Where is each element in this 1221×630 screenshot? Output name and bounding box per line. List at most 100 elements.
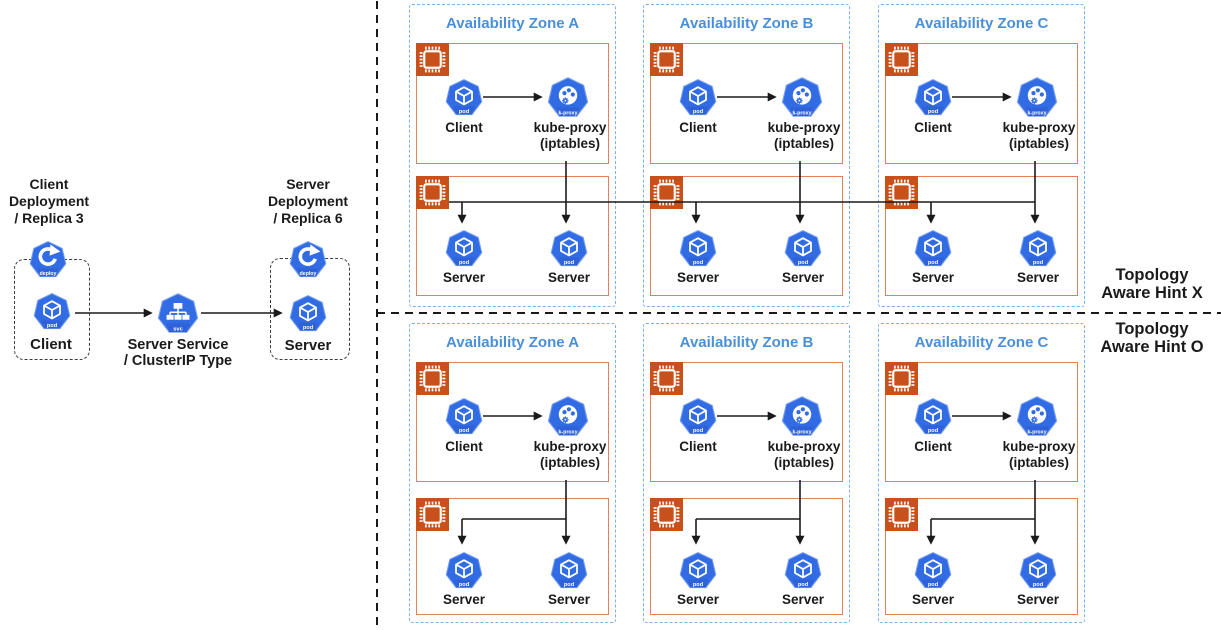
client-deployment-title-line1: Client	[29, 176, 69, 192]
pod-icon	[678, 78, 718, 118]
kube-proxy-icon	[1015, 395, 1059, 439]
zone-b-hint-x: Availability Zone B Client kube-proxy (i…	[643, 4, 850, 307]
client-pod-label: Client	[445, 439, 483, 454]
cpu-chip-icon	[885, 43, 918, 76]
kube-proxy-name: kube-proxy	[767, 120, 841, 135]
server-pod-label: Server	[547, 592, 591, 607]
pod-icon	[444, 551, 484, 591]
pod-icon	[444, 229, 484, 269]
zone-a-hint-x: Availability Zone A Client kube-proxy (i…	[409, 4, 616, 307]
cpu-chip-icon	[885, 176, 918, 209]
client-pod-label: Client	[30, 336, 72, 353]
server-pod-label: Server	[442, 592, 486, 607]
topology-hint-o-line2: Aware Hint O	[1100, 338, 1204, 356]
pod-icon	[549, 229, 589, 269]
server-pod-label: Server	[781, 270, 825, 285]
cpu-chip-icon	[650, 362, 683, 395]
server-node-box: Server Server	[416, 498, 609, 615]
client-node-box: Client kube-proxy (iptables)	[650, 43, 843, 164]
cpu-chip-icon	[885, 362, 918, 395]
kube-proxy-icon	[1015, 76, 1059, 120]
pod-icon	[913, 78, 953, 118]
server-deployment-title-line1: Server	[286, 176, 330, 192]
kube-proxy-name: kube-proxy	[1002, 439, 1076, 454]
pod-icon	[783, 551, 823, 591]
kube-proxy-label: kube-proxy (iptables)	[981, 120, 1097, 151]
client-node-box: Client kube-proxy (iptables)	[885, 43, 1078, 164]
cpu-chip-icon	[416, 498, 449, 531]
server-node-box: Server Server	[416, 176, 609, 296]
pod-icon	[678, 551, 718, 591]
kube-proxy-icon	[780, 76, 824, 120]
pod-icon	[444, 78, 484, 118]
zone-title: Availability Zone A	[445, 15, 580, 32]
topology-hint-o-line1: Topology	[1115, 320, 1189, 338]
server-pod-label: Server	[676, 592, 720, 607]
cpu-chip-icon	[416, 43, 449, 76]
server-deployment-title-line3: / Replica 6	[273, 210, 343, 226]
zone-b-hint-o: Availability Zone B Client kube-proxy (i…	[643, 323, 850, 623]
server-pod-label: Server	[676, 270, 720, 285]
kube-proxy-label: kube-proxy (iptables)	[746, 120, 862, 151]
pod-icon	[913, 551, 953, 591]
server-node-box: Server Server	[650, 498, 843, 615]
kube-proxy-label: kube-proxy (iptables)	[512, 120, 628, 151]
pod-icon	[549, 551, 589, 591]
topology-hint-x-line1: Topology	[1115, 266, 1189, 284]
client-node-box: Client kube-proxy (iptables)	[416, 362, 609, 482]
kube-proxy-mode: (iptables)	[539, 135, 600, 151]
server-deployment-title: Server Deployment / Replica 6	[263, 176, 353, 227]
cpu-chip-icon	[416, 176, 449, 209]
server-node-box: Server Server	[650, 176, 843, 296]
pod-icon	[444, 397, 484, 437]
zone-title: Availability Zone B	[679, 15, 814, 32]
kube-proxy-mode: (iptables)	[773, 135, 834, 151]
service-label: Server Service / ClusterIP Type	[108, 337, 248, 369]
cpu-chip-icon	[416, 362, 449, 395]
client-node-box: Client kube-proxy (iptables)	[416, 43, 609, 164]
zone-c-hint-x: Availability Zone C Client kube-proxy (i…	[878, 4, 1085, 307]
pod-icon	[678, 397, 718, 437]
server-pod-label: Server	[781, 592, 825, 607]
kube-proxy-mode: (iptables)	[1008, 135, 1069, 151]
zone-title: Availability Zone C	[914, 15, 1049, 32]
kube-proxy-icon	[780, 395, 824, 439]
client-pod-label: Client	[679, 439, 717, 454]
kube-proxy-icon	[546, 395, 590, 439]
kube-proxy-icon	[546, 76, 590, 120]
server-node-box: Server Server	[885, 176, 1078, 296]
cpu-chip-icon	[885, 498, 918, 531]
zone-a-hint-o: Availability Zone A Client kube-proxy (i…	[409, 323, 616, 623]
topology-hint-o-label: Topology Aware Hint O	[1091, 320, 1213, 356]
zone-title: Availability Zone A	[445, 334, 580, 351]
topology-hint-x-line2: Aware Hint X	[1101, 284, 1203, 302]
kube-proxy-mode: (iptables)	[539, 454, 600, 470]
zone-title: Availability Zone B	[679, 334, 814, 351]
kube-proxy-name: kube-proxy	[1002, 120, 1076, 135]
server-pod-label: Server	[911, 270, 955, 285]
client-node-box: Client kube-proxy (iptables)	[885, 362, 1078, 482]
cpu-chip-icon	[650, 176, 683, 209]
kube-proxy-name: kube-proxy	[767, 439, 841, 454]
server-pod-label: Server	[911, 592, 955, 607]
client-deployment-title: Client Deployment / Replica 3	[4, 176, 94, 227]
server-pod-label: Server	[547, 270, 591, 285]
server-pod-label: Server	[284, 337, 332, 354]
service-label-line1: Server Service	[127, 337, 229, 353]
kube-proxy-mode: (iptables)	[773, 454, 834, 470]
section-hint-x: Availability Zone A Client kube-proxy (i…	[0, 4, 1221, 307]
kube-proxy-name: kube-proxy	[533, 120, 607, 135]
zone-title: Availability Zone C	[914, 334, 1049, 351]
service-label-line2: / ClusterIP Type	[123, 353, 233, 369]
server-pod-label: Server	[1016, 592, 1060, 607]
topology-hint-x-label: Topology Aware Hint X	[1091, 266, 1213, 302]
pod-icon	[1018, 551, 1058, 591]
zone-c-hint-o: Availability Zone C Client kube-proxy (i…	[878, 323, 1085, 623]
client-deployment-title-line3: / Replica 3	[14, 210, 84, 226]
cpu-chip-icon	[650, 43, 683, 76]
server-node-box: Server Server	[885, 498, 1078, 615]
kube-proxy-name: kube-proxy	[533, 439, 607, 454]
kube-proxy-label: kube-proxy (iptables)	[746, 439, 862, 470]
client-pod-label: Client	[445, 120, 483, 135]
